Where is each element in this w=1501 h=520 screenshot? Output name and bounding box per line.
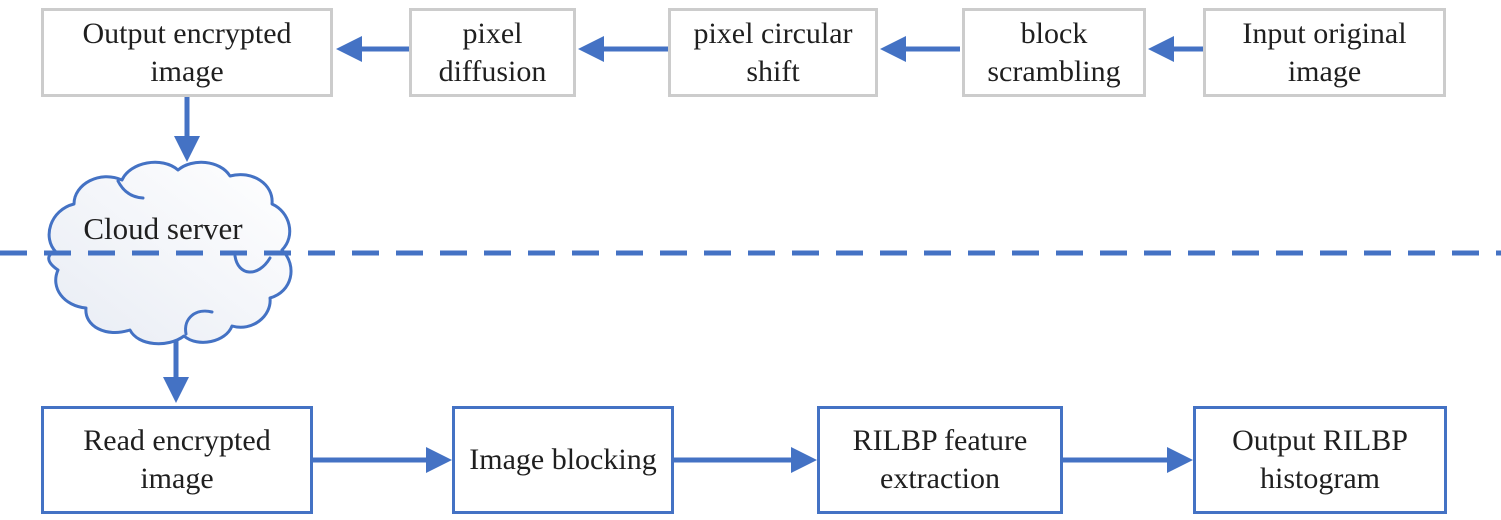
arrow-output-encrypted-to-cloud — [174, 97, 200, 162]
cloud-inner-arc-bottom — [184, 309, 214, 336]
box-image-blocking: Image blocking — [452, 406, 674, 514]
arrowhead-left-icon — [1148, 36, 1174, 62]
arrowhead-left-icon — [880, 36, 906, 62]
arrow-rilbp-to-histogram — [1063, 447, 1193, 473]
cloud-inner-arc-right — [233, 254, 272, 274]
arrow-diffusion-to-output-encrypted — [336, 36, 409, 62]
box-block-scrambling: block scrambling — [962, 8, 1146, 97]
cloud-inner-arc-top-left — [116, 179, 145, 200]
box-input-original-image: Input original image — [1203, 8, 1446, 97]
arrow-circular-shift-to-diffusion — [578, 36, 668, 62]
arrowhead-left-icon — [336, 36, 362, 62]
cloud-outline — [47, 160, 293, 346]
arrowhead-down-icon — [174, 136, 200, 162]
box-pixel-circular-shift: pixel circular shift — [668, 8, 878, 97]
arrow-image-blocking-to-rilbp — [674, 447, 817, 473]
arrow-input-to-block-scrambling — [1148, 36, 1203, 62]
arrow-block-scrambling-to-circular-shift — [880, 36, 960, 62]
box-output-encrypted-image: Output encrypted image — [41, 8, 333, 97]
arrowhead-right-icon — [791, 447, 817, 473]
arrowhead-right-icon — [426, 447, 452, 473]
arrowhead-right-icon — [1167, 447, 1193, 473]
arrowhead-left-icon — [578, 36, 604, 62]
box-read-encrypted-image: Read encrypted image — [41, 406, 313, 514]
arrow-read-to-image-blocking — [313, 447, 452, 473]
box-output-rilbp-histogram: Output RILBP histogram — [1193, 406, 1447, 514]
box-pixel-diffusion: pixel diffusion — [409, 8, 576, 97]
cloud-label: Cloud server — [83, 211, 243, 246]
box-rilbp-feature-extraction: RILBP feature extraction — [817, 406, 1063, 514]
cloud-shape — [47, 160, 293, 346]
arrowhead-down-icon — [163, 377, 189, 403]
arrow-cloud-to-read-encrypted — [163, 340, 189, 403]
